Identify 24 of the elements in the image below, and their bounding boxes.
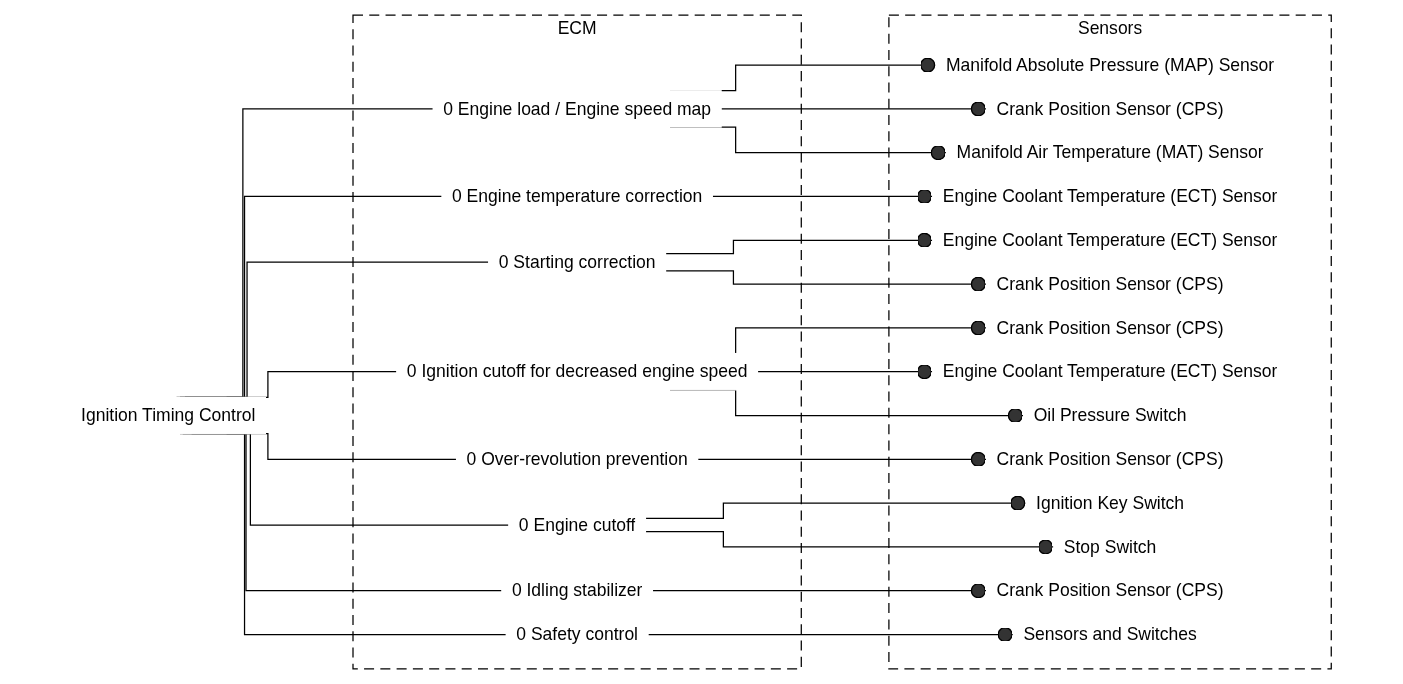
connector <box>757 364 934 380</box>
node-text: Engine Coolant Temperature (ECT) Sensor <box>943 229 1278 250</box>
node-text: Engine Coolant Temperature (ECT) Sensor <box>943 185 1278 206</box>
connector <box>712 188 934 205</box>
connector <box>665 232 934 255</box>
node-text: 0 Engine cutoff <box>519 514 636 535</box>
node-text: Stop Switch <box>1064 536 1157 557</box>
node-text: 0 Idling stabilizer <box>512 580 643 601</box>
node-text: Crank Position Sensor (CPS) <box>996 317 1224 338</box>
node-text: Crank Position Sensor (CPS) <box>996 98 1224 119</box>
node-text: 0 Engine temperature correction <box>452 185 703 206</box>
node-text: 0 Over-revolution prevention <box>466 448 689 469</box>
node-text: Ignition Key Switch <box>1036 492 1185 513</box>
node-text: 0 Safety control <box>516 623 639 644</box>
node-text: Manifold Air Temperature (MAT) Sensor <box>956 142 1264 163</box>
node-text: Crank Position Sensor (CPS) <box>996 580 1224 601</box>
node-text: 0 Starting correction <box>499 251 656 272</box>
node-text: Engine Coolant Temperature (ECT) Sensor <box>943 361 1278 382</box>
node-text: Oil Pressure Switch <box>1033 404 1187 425</box>
node-text: Manifold Absolute Pressure (MAP) Sensor <box>946 54 1275 75</box>
node-text: Sensors and Switches <box>1023 623 1198 644</box>
node-text: Crank Position Sensor (CPS) <box>996 273 1224 294</box>
connector <box>645 531 1055 555</box>
node-text: Crank Position Sensor (CPS) <box>996 448 1224 469</box>
